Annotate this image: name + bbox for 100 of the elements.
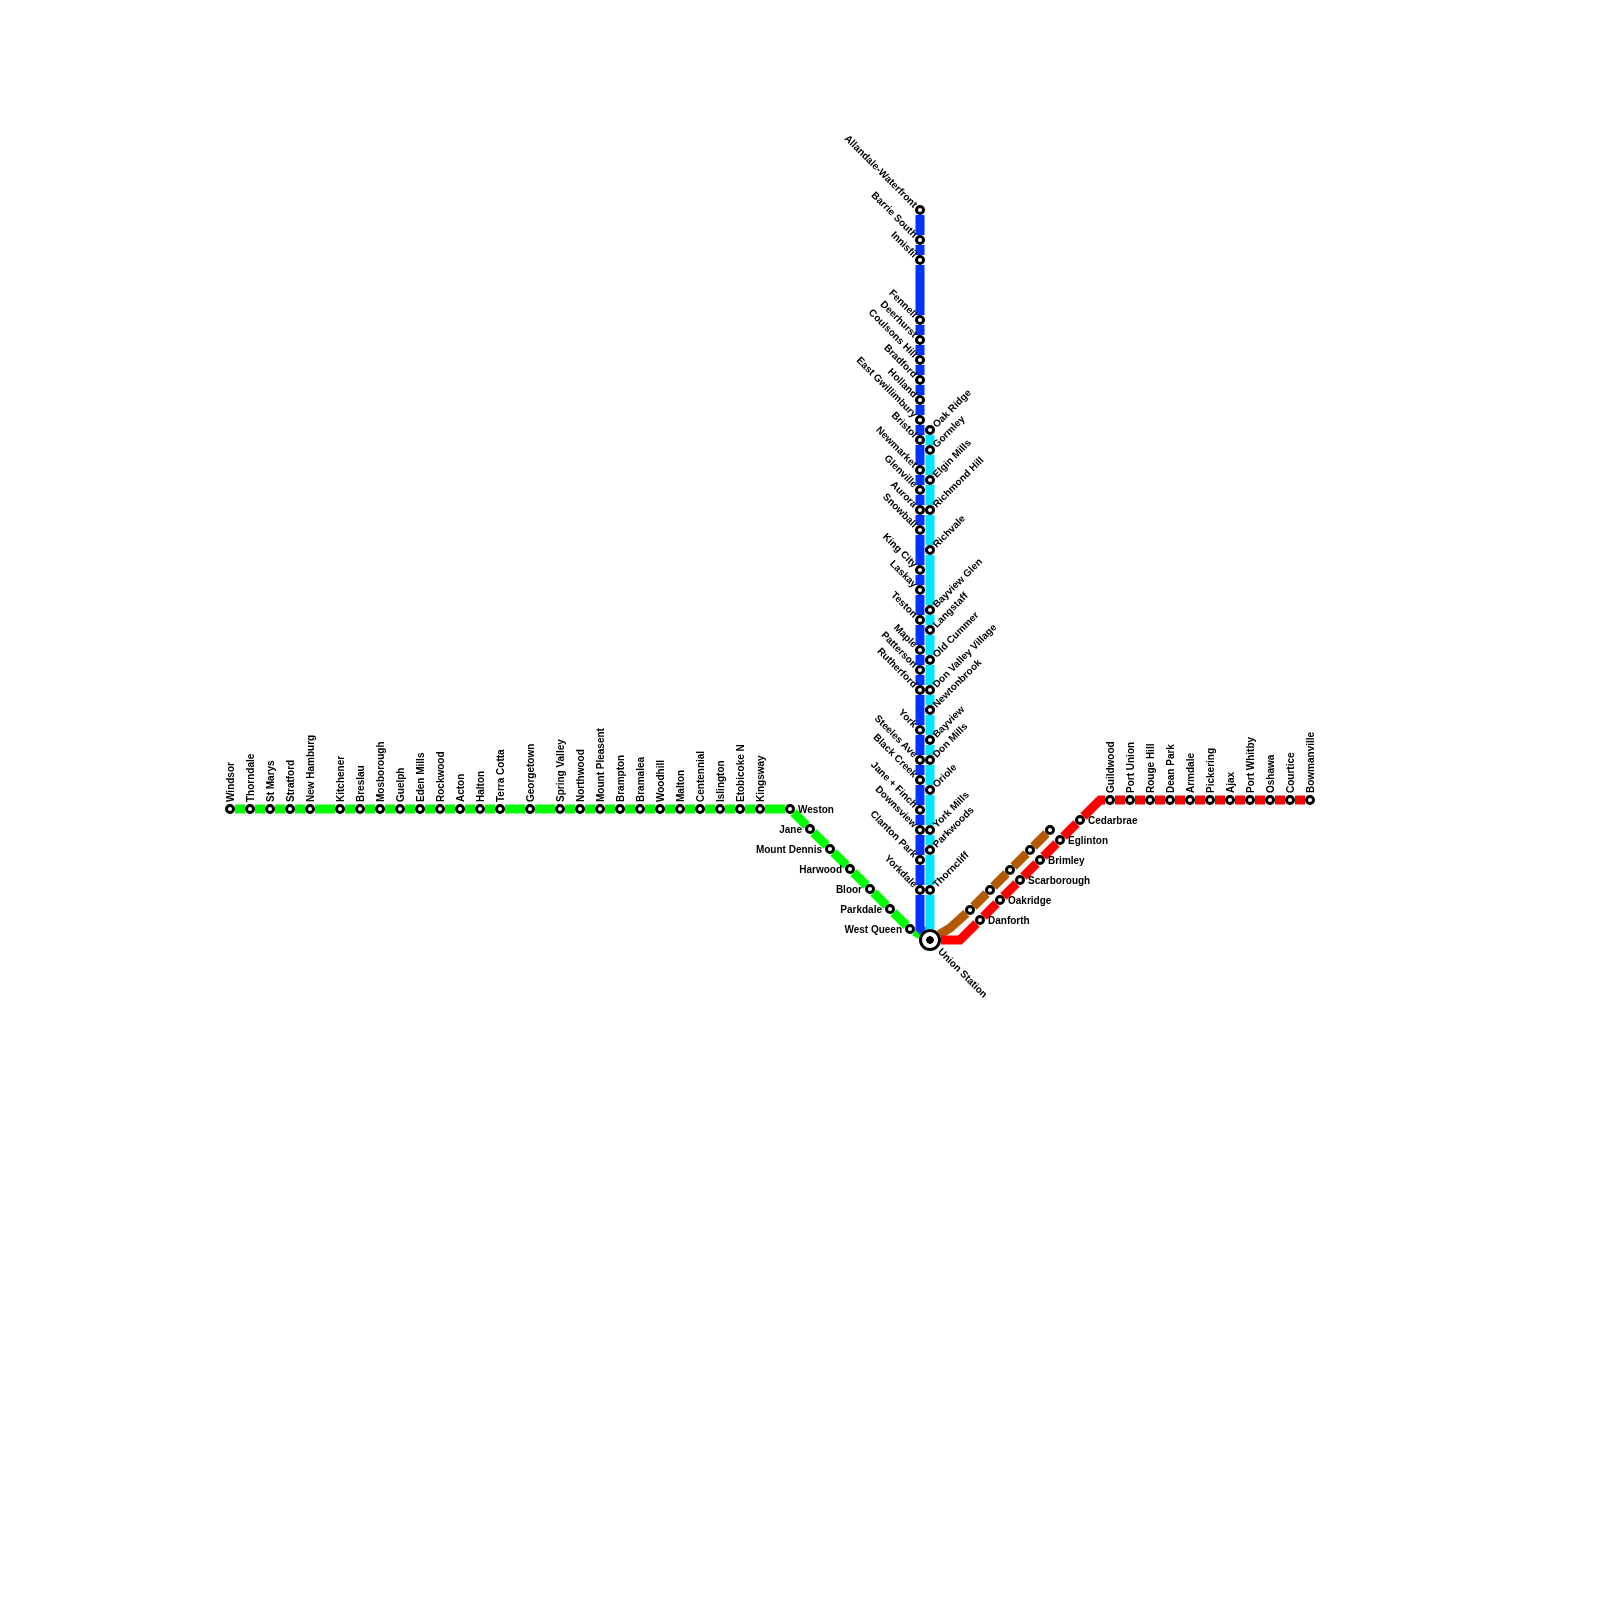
station-label: Northwood — [574, 749, 586, 802]
rail-line — [315, 804, 335, 814]
rail-line — [1010, 850, 1030, 870]
station-label: Windsor — [224, 762, 236, 802]
rail-line — [870, 889, 890, 909]
station-label: Bowmanville — [1304, 731, 1316, 793]
rail-line — [1255, 795, 1265, 805]
rail-line — [915, 245, 925, 255]
rail-line — [565, 804, 575, 814]
rail-line — [915, 215, 925, 235]
rail-line — [1175, 795, 1185, 805]
rail-line — [810, 829, 830, 849]
rail-line — [915, 425, 925, 435]
rail-line — [505, 804, 525, 814]
rail-line — [925, 715, 935, 735]
rail-line — [915, 475, 925, 485]
rail-line — [275, 804, 285, 814]
rail-line — [915, 365, 925, 375]
station-label: Danforth — [988, 914, 1030, 926]
rail-line — [295, 804, 305, 814]
station-label: Terra Cotta — [494, 749, 506, 802]
rail-line — [255, 804, 265, 814]
rail-line — [1115, 795, 1125, 805]
station-label: Georgetown — [524, 743, 536, 802]
rail-line — [1235, 795, 1245, 805]
station-label: Pickering — [1204, 747, 1216, 793]
rail-line — [915, 835, 925, 855]
rail-line — [937, 909, 970, 939]
rail-line — [625, 804, 635, 814]
rail-line — [725, 804, 735, 814]
rail-line — [915, 265, 925, 315]
station-label: Breslau — [354, 765, 366, 802]
rail-line — [915, 405, 925, 415]
station-label: Parkdale — [840, 903, 882, 915]
rail-line — [925, 515, 935, 545]
rail-line — [1040, 840, 1060, 860]
rail-line — [915, 535, 925, 565]
station-label: Malton — [674, 769, 686, 802]
station-label: Armdale — [1184, 753, 1196, 793]
rail-line — [405, 804, 415, 814]
rail-line — [445, 804, 455, 814]
rail-line — [915, 655, 925, 665]
rail-line — [765, 804, 785, 814]
station-label: Rockwood — [434, 751, 446, 802]
station-label: Jane — [779, 823, 802, 835]
rail-line — [645, 804, 655, 814]
rail-line — [915, 865, 925, 885]
station-label: Acton — [454, 773, 466, 802]
station-label: Ajax — [1224, 771, 1236, 793]
rail-line — [941, 920, 980, 945]
station-label: Weston — [798, 803, 834, 815]
rail-line — [485, 804, 495, 814]
rail-line — [970, 890, 990, 910]
rail-line — [925, 635, 935, 655]
rail-line — [665, 804, 675, 814]
station-label: Oshawa — [1264, 754, 1276, 793]
rail-line — [915, 675, 925, 685]
station-label: Brimley — [1048, 854, 1085, 866]
rail-line — [980, 900, 1000, 920]
rail-line — [925, 765, 935, 785]
rail-line — [385, 804, 395, 814]
rail-line — [1295, 795, 1305, 805]
rail-line — [465, 804, 475, 814]
rail-line — [1030, 830, 1050, 850]
rail-line — [925, 665, 935, 685]
station-label: Guildwood — [1104, 741, 1116, 793]
rail-line — [1080, 795, 1105, 820]
station-label: Kingsway — [754, 755, 766, 802]
station-label: Kitchener — [334, 755, 346, 802]
station-label: Halton — [474, 770, 486, 802]
station-label: Eglinton — [1068, 834, 1108, 846]
rail-line — [925, 435, 935, 445]
rail-line — [915, 765, 925, 775]
station-label: Guelph — [394, 767, 406, 802]
station-label: Bloor — [835, 883, 862, 895]
station-label: Port Whitby — [1244, 736, 1256, 793]
rail-line — [925, 795, 935, 825]
rail-line — [990, 870, 1010, 890]
rail-line — [1020, 860, 1040, 880]
station-label: Thorndale — [244, 753, 256, 802]
rail-line — [1275, 795, 1285, 805]
rail-line — [365, 804, 375, 814]
station-label: Centennial — [694, 750, 706, 802]
rail-line — [925, 895, 935, 929]
rail-line — [915, 625, 925, 645]
rail-line — [915, 515, 925, 525]
rail-line — [915, 385, 925, 395]
rail-line — [925, 555, 935, 605]
station-label: Oakridge — [1008, 894, 1052, 906]
rail-line — [1135, 795, 1145, 805]
rail-line — [915, 815, 925, 825]
rail-line — [345, 804, 355, 814]
station-label: St Marys — [264, 760, 276, 802]
station-label: Mount Dennis — [755, 843, 822, 855]
rail-line — [915, 495, 925, 505]
station-label: Harwood — [799, 863, 842, 875]
rail-line — [1195, 795, 1205, 805]
rail-line — [1060, 820, 1080, 840]
rail-line — [1215, 795, 1225, 805]
rail-line — [745, 804, 755, 814]
